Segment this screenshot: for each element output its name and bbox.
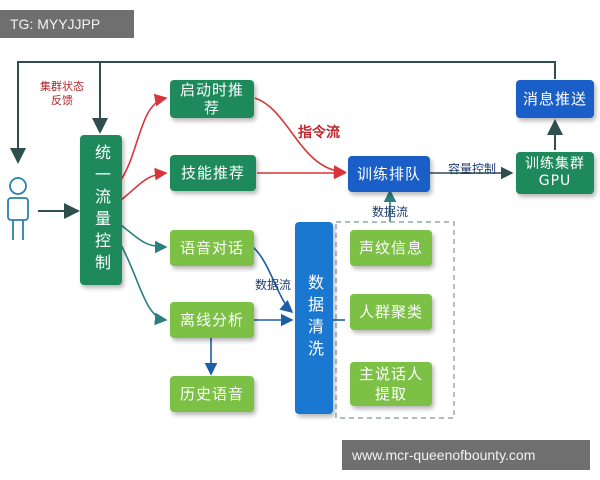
voice-to-cleaning-line xyxy=(252,246,294,314)
voice-dialog-node: 语音对话 xyxy=(170,230,254,266)
flow-control-node: 统一流量控制 xyxy=(80,135,122,285)
voiceprint-node: 声纹信息 xyxy=(350,230,432,266)
control-to-offline-line xyxy=(120,244,168,326)
capacity-control-label: 容量控制 xyxy=(448,162,497,176)
train-cluster-node: 训练集群GPU xyxy=(516,152,594,194)
offline-analysis-node: 离线分析 xyxy=(170,302,254,338)
feature-group-frame xyxy=(335,221,455,419)
clustering-node: 人群聚类 xyxy=(350,294,432,330)
skill-recommend-node: 技能推荐 xyxy=(170,155,256,191)
instruction-flow-label: 指令流 xyxy=(298,125,340,141)
data-cleaning-node: 数据清洗 xyxy=(295,222,333,414)
watermark-bottom: www.mcr-queenofbounty.com xyxy=(342,440,590,470)
cluster-feedback-label: 集群状态反馈 xyxy=(40,80,84,107)
watermark-top: TG: MYYJJPP xyxy=(0,10,134,38)
feedback-line xyxy=(10,61,556,164)
startup-to-queue-line xyxy=(254,97,347,178)
control-to-skill-line xyxy=(120,167,168,201)
control-to-voice-line xyxy=(120,224,168,254)
user-icon xyxy=(7,177,29,240)
startup-recommend-node: 启动时推荐 xyxy=(170,80,254,118)
data-flow-label-top: 数据流 xyxy=(372,205,409,219)
data-flow-label-left: 数据流 xyxy=(255,278,292,292)
history-voice-node: 历史语音 xyxy=(170,376,254,412)
control-to-startup-line xyxy=(120,93,168,181)
message-push-node: 消息推送 xyxy=(516,80,594,118)
train-queue-node: 训练排队 xyxy=(348,156,430,192)
speaker-extract-node: 主说话人提取 xyxy=(350,362,432,406)
